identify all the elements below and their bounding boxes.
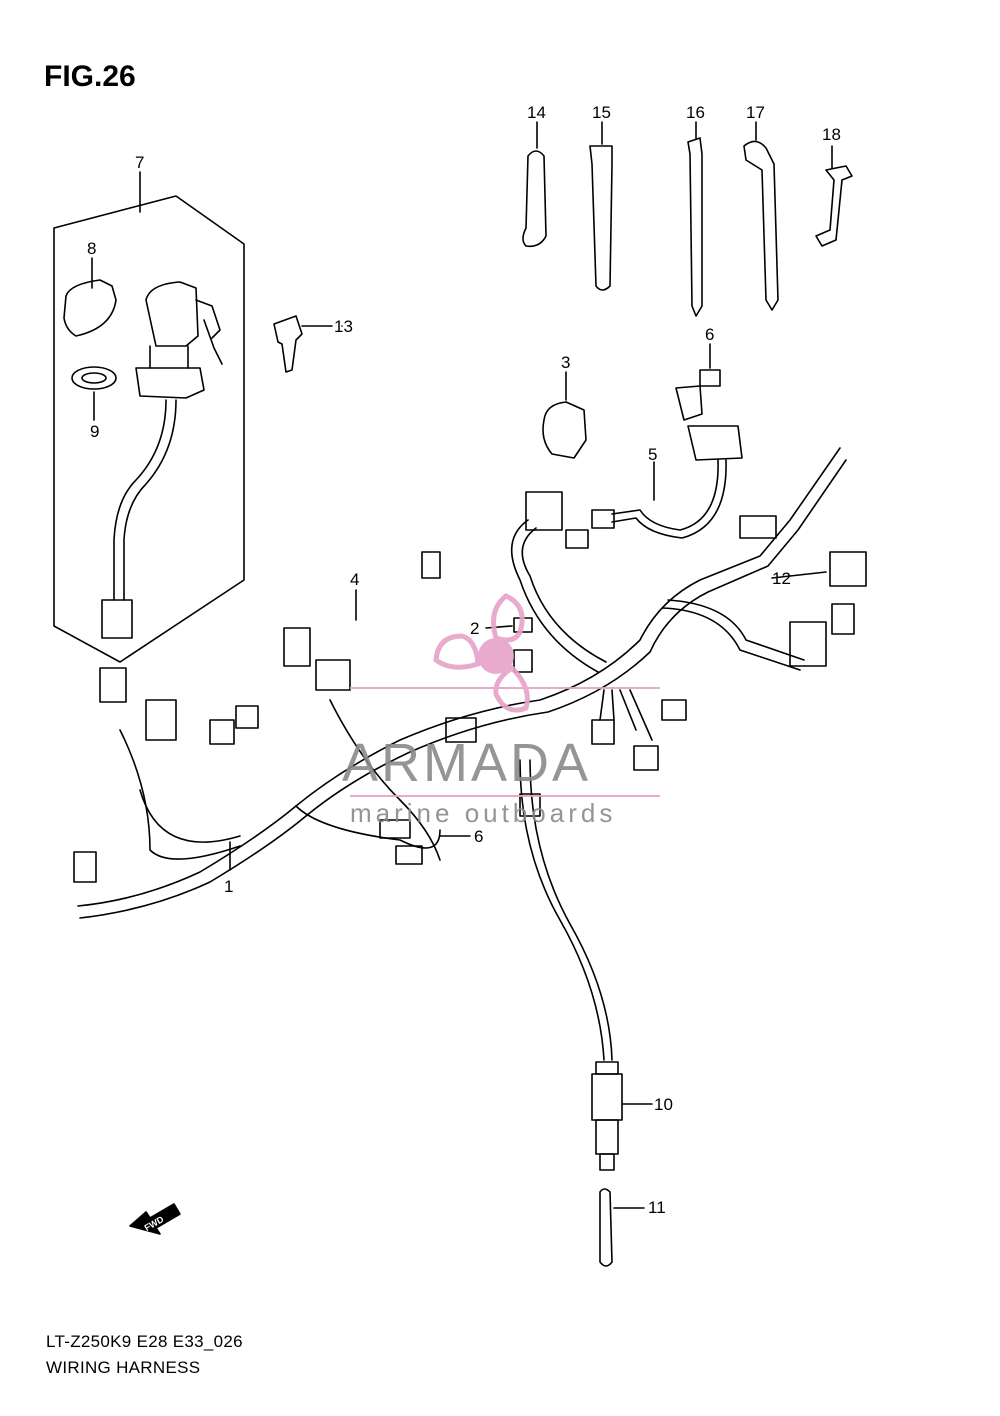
figure-caption: WIRING HARNESS [46,1358,201,1377]
model-code: LT-Z250K9 E28 E33_026 [46,1332,243,1351]
callout-11: 11 [648,1198,666,1217]
watermark-tagline: marine outboards [350,798,616,828]
ignition-switch-assembly [53,171,245,663]
callout-labels: 1 2 3 4 5 6 6 7 8 9 10 11 12 13 14 15 16… [87,103,841,1217]
figure-title: FIG.26 [44,60,136,93]
clamp-part-3 [542,371,587,459]
callout-17: 17 [746,103,765,122]
key-part [273,315,333,373]
band-part-15 [589,121,613,291]
fuse-holder [675,343,743,461]
clip-part-18 [815,145,853,247]
tie-part-16 [687,121,703,317]
callout-15: 15 [592,103,611,122]
gasket-part-11 [599,1188,645,1267]
callout-2: 2 [470,619,479,638]
callout-9: 9 [90,422,99,441]
watermark: ARMADA marine outboards [342,593,660,828]
callout-8: 8 [87,239,96,258]
callout-12: 12 [772,569,791,588]
main-harness [77,447,847,1061]
callout-18: 18 [822,125,841,144]
tie-part-17 [743,121,779,311]
callout-10: 10 [654,1095,673,1114]
watermark-brand: ARMADA [342,733,591,793]
callout-13: 13 [334,317,353,336]
callout-14: 14 [527,103,546,122]
callout-5: 5 [648,445,657,464]
fwd-arrow-icon [129,1203,181,1235]
harness-connectors [73,325,867,883]
callout-7: 7 [135,153,144,172]
callout-6-harness: 6 [474,827,483,846]
callout-4: 4 [350,570,359,589]
harness-part-5 [591,459,727,539]
callout-1: 1 [224,877,233,896]
oxygen-sensor [591,1061,653,1171]
callout-3: 3 [561,353,570,372]
propeller-logo-icon [433,593,530,713]
clamp-part-14 [522,121,547,248]
callout-16: 16 [686,103,705,122]
callout-6-fuse: 6 [705,325,714,344]
